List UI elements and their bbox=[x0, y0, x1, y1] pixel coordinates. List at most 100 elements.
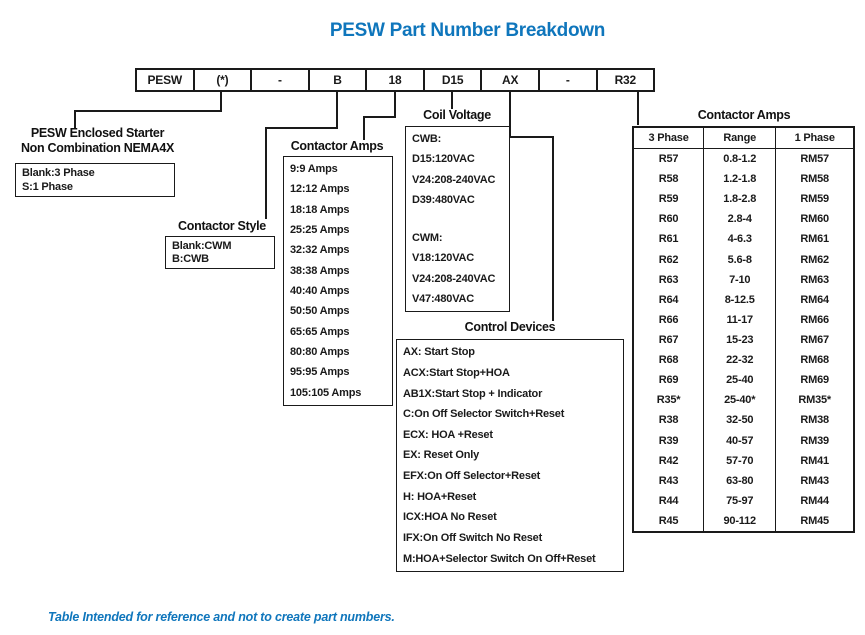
table-row: R58 1.2-1.8 RM58 bbox=[634, 169, 853, 190]
table-row: R68 22-32 RM68 bbox=[634, 350, 853, 371]
table-row: R61 4-6.3 RM61 bbox=[634, 229, 853, 250]
contactor-amps-option: 18:18 Amps bbox=[290, 203, 350, 216]
contactor-style-option: Blank:CWM bbox=[172, 239, 232, 252]
cell-3phase: R43 bbox=[634, 470, 705, 491]
control-device-option: AX: Start Stop bbox=[403, 346, 475, 359]
contactor-amps-option: 65:65 Amps bbox=[290, 325, 350, 338]
part-number-segment: 18 bbox=[365, 70, 423, 90]
cell-range: 25-40 bbox=[704, 370, 777, 391]
cell-3phase: R39 bbox=[634, 430, 705, 451]
control-device-option: AB1X:Start Stop + Indicator bbox=[403, 387, 543, 400]
cell-range: 57-70 bbox=[704, 450, 777, 471]
cell-1phase: RM64 bbox=[800, 293, 829, 306]
contactor-amps-table: 3 Phase Range 1 Phase R57 0.8-1.2 RM57 R… bbox=[632, 126, 855, 533]
control-device-option: ECX: HOA +Reset bbox=[403, 428, 493, 441]
cell-1phase: RM58 bbox=[800, 173, 829, 186]
contactor-amps-option: 25:25 Amps bbox=[290, 224, 350, 237]
coil-voltage-option: CWM: bbox=[412, 232, 443, 245]
control-device-option: EFX:On Off Selector+Reset bbox=[403, 470, 541, 483]
contactor-amps-table-heading: Contactor Amps bbox=[697, 108, 791, 122]
table-row: R35* 25-40* RM35* bbox=[634, 390, 853, 411]
control-device-option: EX: Reset Only bbox=[403, 449, 480, 462]
table-row: R38 32-50 RM38 bbox=[634, 410, 853, 431]
contactor-amps-list-box: 9:9 Amps 12:12 Amps 18:18 Amps 25:25 Amps 32… bbox=[283, 156, 393, 406]
enclosed-starter-option: Blank:3 Phase bbox=[22, 167, 95, 179]
cell-1phase: RM69 bbox=[800, 374, 829, 387]
cell-3phase: R57 bbox=[634, 149, 705, 170]
table-row: R59 1.8-2.8 RM59 bbox=[634, 189, 853, 210]
enclosed-starter-heading: PESW Enclosed Starter Non Combination NE… bbox=[5, 126, 190, 156]
contactor-amps-option: 32:32 Amps bbox=[290, 244, 350, 257]
cell-3phase: R42 bbox=[634, 450, 705, 471]
coil-voltage-option bbox=[412, 214, 503, 224]
cell-3phase: R59 bbox=[634, 189, 705, 210]
cell-3phase: R62 bbox=[634, 249, 705, 270]
table-row: R43 63-80 RM43 bbox=[634, 470, 853, 491]
table-body: R57 0.8-1.2 RM57 R58 1.2-1.8 RM58 R59 1.… bbox=[634, 149, 853, 532]
cell-1phase: RM62 bbox=[800, 253, 829, 266]
coil-voltage-heading: Coil Voltage bbox=[423, 108, 491, 122]
cell-range: 63-80 bbox=[704, 470, 777, 491]
column-header-3phase: 3 Phase bbox=[634, 128, 705, 148]
cell-1phase: RM45 bbox=[800, 515, 829, 528]
coil-voltage-option: D15:120VAC bbox=[412, 153, 475, 166]
contactor-amps-option: 80:80 Amps bbox=[290, 346, 350, 359]
part-number-segment: (*) bbox=[192, 70, 251, 90]
cell-range: 25-40* bbox=[704, 390, 777, 411]
cell-3phase: R45 bbox=[634, 510, 705, 532]
control-device-option: C:On Off Selector Switch+Reset bbox=[403, 408, 565, 421]
cell-range: 32-50 bbox=[704, 410, 777, 431]
coil-voltage-option: CWB: bbox=[412, 133, 442, 146]
contactor-amps-option: 40:40 Amps bbox=[290, 285, 350, 298]
table-row: R57 0.8-1.2 RM57 bbox=[634, 149, 853, 170]
cell-1phase: RM38 bbox=[800, 414, 829, 427]
contactor-amps-option: 9:9 Amps bbox=[290, 163, 338, 176]
cell-range: 40-57 bbox=[704, 430, 777, 451]
contactor-amps-option: 95:95 Amps bbox=[290, 366, 350, 379]
cell-range: 75-97 bbox=[704, 490, 777, 511]
cell-1phase: RM41 bbox=[800, 454, 829, 467]
cell-range: 11-17 bbox=[704, 309, 777, 330]
coil-voltage-option: D39:480VAC bbox=[412, 193, 475, 206]
cell-1phase: RM57 bbox=[800, 153, 829, 166]
part-number-segment: R32 bbox=[595, 70, 654, 90]
table-row: R60 2.8-4 RM60 bbox=[634, 209, 853, 230]
coil-voltage-option: V18:120VAC bbox=[412, 252, 474, 265]
cell-range: 5.6-8 bbox=[704, 249, 777, 270]
part-number-segment: D15 bbox=[422, 70, 481, 90]
control-device-option: IFX:On Off Switch No Reset bbox=[403, 531, 543, 544]
contactor-amps-option: 105:105 Amps bbox=[290, 386, 362, 399]
cell-3phase: R60 bbox=[634, 209, 705, 230]
cell-3phase: R58 bbox=[634, 169, 705, 190]
control-device-option: ACX:Start Stop+HOA bbox=[403, 366, 510, 379]
cell-3phase: R68 bbox=[634, 350, 705, 371]
control-device-option: ICX:HOA No Reset bbox=[403, 511, 497, 524]
column-header-1phase: 1 Phase bbox=[794, 132, 835, 144]
table-row: R45 90-112 RM45 bbox=[634, 510, 853, 532]
contactor-amps-option: 38:38 Amps bbox=[290, 264, 350, 277]
coil-voltage-option: V24:208-240VAC bbox=[412, 173, 496, 186]
cell-1phase: RM68 bbox=[800, 354, 829, 367]
part-number-segment: - bbox=[537, 70, 596, 90]
cell-range: 7-10 bbox=[704, 269, 777, 290]
part-number-segment: - bbox=[250, 70, 308, 90]
cell-range: 8-12.5 bbox=[704, 289, 777, 310]
table-row: R62 5.6-8 RM62 bbox=[634, 249, 853, 270]
cell-range: 1.8-2.8 bbox=[704, 189, 777, 210]
cell-3phase: R35* bbox=[634, 390, 705, 411]
page-title: PESW Part Number Breakdown bbox=[329, 20, 606, 41]
coil-voltage-option: V47:480VAC bbox=[412, 292, 474, 305]
contactor-style-option: B:CWB bbox=[172, 253, 209, 266]
cell-1phase: RM66 bbox=[800, 313, 829, 326]
cell-3phase: R69 bbox=[634, 370, 705, 391]
cell-3phase: R66 bbox=[634, 309, 705, 330]
contactor-amps-option: 12:12 Amps bbox=[290, 183, 350, 196]
part-number-segment: AX bbox=[480, 70, 538, 90]
cell-range: 22-32 bbox=[704, 350, 777, 371]
contactor-amps-option: 50:50 Amps bbox=[290, 305, 350, 318]
cell-1phase: RM39 bbox=[800, 434, 829, 447]
cell-3phase: R38 bbox=[634, 410, 705, 431]
enclosed-starter-heading-line2: Non Combination NEMA4X bbox=[20, 141, 175, 155]
